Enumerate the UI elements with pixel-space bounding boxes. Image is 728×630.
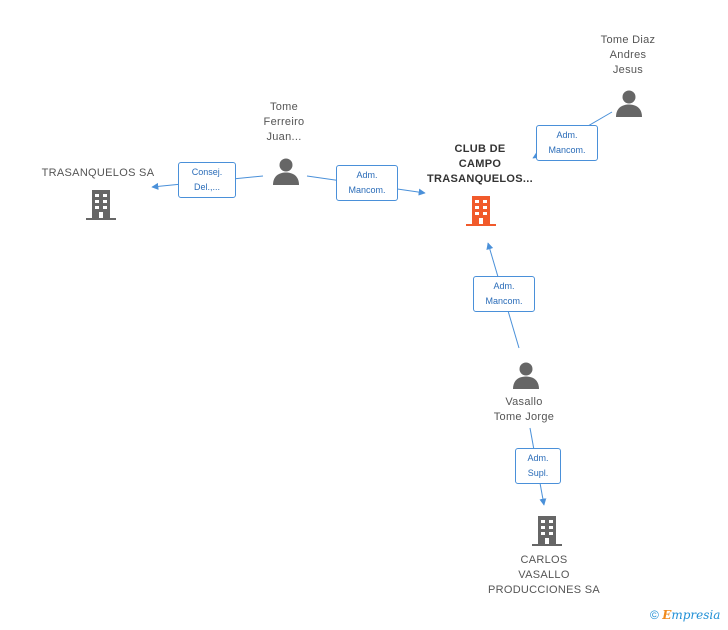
edge-label-line: Del.,... (193, 182, 220, 192)
node-club-line: CAMPO (458, 158, 502, 170)
person-icon[interactable] (271, 156, 301, 186)
node-vasallo-line: Tome Jorge (493, 411, 555, 423)
edge-label-line: Consej. (191, 167, 223, 177)
node-trasanquelos-label[interactable]: TRASANQUELOS SA (30, 166, 166, 181)
person-icon[interactable] (614, 88, 644, 118)
building-icon[interactable] (464, 194, 498, 228)
building-icon[interactable] (530, 514, 564, 548)
footer-brand: © Empresia (650, 608, 720, 622)
edge-label-ferreiro-club[interactable]: Adm. Mancom. (336, 165, 398, 201)
brand-logo: Empresia (662, 608, 720, 622)
edge-label-line: Adm. (556, 130, 578, 140)
brand-logo-e: E (662, 608, 672, 622)
building-icon[interactable] (84, 188, 118, 222)
edge-label-diaz-club[interactable]: Adm. Mancom. (536, 125, 598, 161)
brand-logo-rest: mpresia (671, 608, 721, 622)
node-vasallo-label[interactable]: Vasallo Tome Jorge (474, 395, 574, 425)
node-club-line: TRASANQUELOS... (427, 173, 533, 185)
edge-label-line: Mancom. (485, 296, 523, 306)
node-tome-diaz-label[interactable]: Tome Diaz Andres Jesus (578, 33, 678, 78)
person-icon[interactable] (511, 360, 541, 390)
node-tome-ferreiro-line: Tome (269, 101, 299, 113)
edge-label-line: Mancom. (348, 185, 386, 195)
node-carlos-line: PRODUCCIONES SA (487, 584, 601, 596)
edge-label-line: Adm. (493, 281, 515, 291)
edge-label-ferreiro-trasanquelos[interactable]: Consej. Del.,... (178, 162, 236, 198)
node-carlos-line: CARLOS (520, 554, 568, 566)
edge-label-line: Mancom. (548, 145, 586, 155)
node-tome-ferreiro-line: Juan... (266, 131, 302, 143)
node-tome-ferreiro-label[interactable]: Tome Ferreiro Juan... (234, 100, 334, 145)
node-tome-diaz-line: Jesus (612, 64, 644, 76)
node-tome-diaz-line: Andres (609, 49, 647, 61)
node-club-line: CLUB DE (454, 143, 506, 155)
node-tome-ferreiro-line: Ferreiro (263, 116, 305, 128)
edge-label-line: Supl. (527, 468, 549, 478)
node-trasanquelos-line: TRASANQUELOS SA (41, 167, 155, 179)
node-vasallo-line: Vasallo (505, 396, 543, 408)
node-club-label[interactable]: CLUB DE CAMPO TRASANQUELOS... (412, 142, 548, 187)
node-carlos-label[interactable]: CARLOS VASALLO PRODUCCIONES SA (474, 553, 614, 598)
edge-label-line: Adm. (356, 170, 378, 180)
copyright-icon: © (650, 608, 659, 622)
node-carlos-line: VASALLO (518, 569, 570, 581)
edge-label-line: Adm. (527, 453, 549, 463)
edge-label-vasallo-carlos[interactable]: Adm. Supl. (515, 448, 561, 484)
node-tome-diaz-line: Tome Diaz (600, 34, 656, 46)
edge-label-vasallo-club[interactable]: Adm. Mancom. (473, 276, 535, 312)
